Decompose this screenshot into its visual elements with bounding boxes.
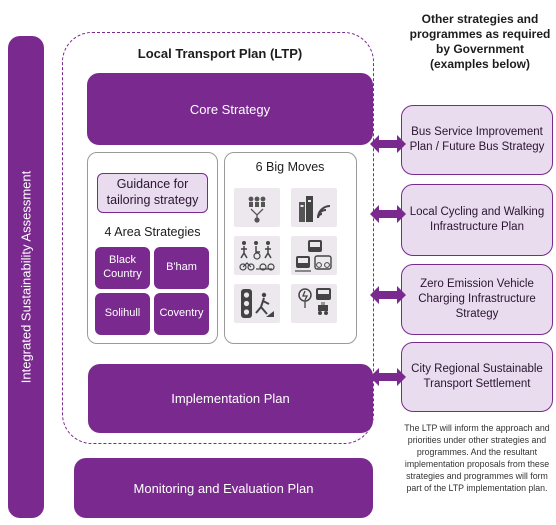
guidance-box: Guidance for tailoring strategy [97, 173, 208, 213]
area-black-country: Black Country [95, 247, 150, 289]
area-solihull: Solihull [95, 293, 150, 335]
area-label: Coventry [159, 307, 204, 320]
area-strategies-title: 4 Area Strategies [104, 225, 201, 239]
area-label: B'ham [166, 261, 197, 274]
core-strategy-box: Core Strategy [87, 73, 373, 145]
core-strategy-label: Core Strategy [189, 101, 271, 117]
other-strategy-label: Local Cycling and Walking Infrastructure… [409, 206, 545, 233]
monitoring-evaluation-label: Monitoring and Evaluation Plan [133, 480, 314, 496]
implementation-plan-label: Implementation Plan [171, 391, 290, 406]
city-wifi-icon [291, 188, 337, 227]
ltp-footnote: The LTP will inform the approach and pri… [404, 423, 550, 493]
integrated-sustainability-assessment-label: Integrated Sustainability Assessment [18, 170, 34, 384]
walking-cycling-icon [234, 236, 280, 275]
implementation-plan-box: Implementation Plan [88, 364, 373, 433]
other-strategy-label: Zero Emission Vehicle Charging Infrastru… [418, 278, 536, 320]
area-label: Black Country [103, 254, 142, 280]
other-strategy-label: Bus Service Improvement Plan / Future Bu… [409, 126, 545, 153]
city-regional-box: City Regional Sustainable Transport Sett… [401, 342, 553, 412]
double-arrow-icon [370, 135, 406, 153]
monitoring-evaluation-box: Monitoring and Evaluation Plan [74, 458, 373, 518]
other-strategy-label: City Regional Sustainable Transport Sett… [411, 363, 543, 390]
tram-bus-bike-icon [291, 236, 337, 275]
integrated-sustainability-assessment-bar: Integrated Sustainability Assessment [8, 36, 44, 518]
bus-service-box: Bus Service Improvement Plan / Future Bu… [401, 105, 553, 175]
area-coventry: Coventry [154, 293, 209, 335]
ltp-frame [62, 32, 374, 444]
other-strategies-title: Other strategies and programmes as requi… [409, 12, 551, 71]
double-arrow-icon [370, 368, 406, 386]
people-network-icon [234, 188, 280, 227]
guidance-label: Guidance for tailoring strategy [106, 177, 199, 207]
traffic-light-icon [234, 284, 280, 323]
area-label: Solihull [104, 307, 141, 320]
double-arrow-icon [370, 205, 406, 223]
ltp-title: Local Transport Plan (LTP) [137, 46, 303, 61]
area-birmingham: B'ham [154, 247, 209, 289]
double-arrow-icon [370, 286, 406, 304]
big-moves-title: 6 Big Moves [255, 160, 325, 174]
zero-emission-box: Zero Emission Vehicle Charging Infrastru… [401, 264, 553, 335]
cycling-walking-box: Local Cycling and Walking Infrastructure… [401, 184, 553, 256]
ev-charging-icon [291, 284, 337, 323]
